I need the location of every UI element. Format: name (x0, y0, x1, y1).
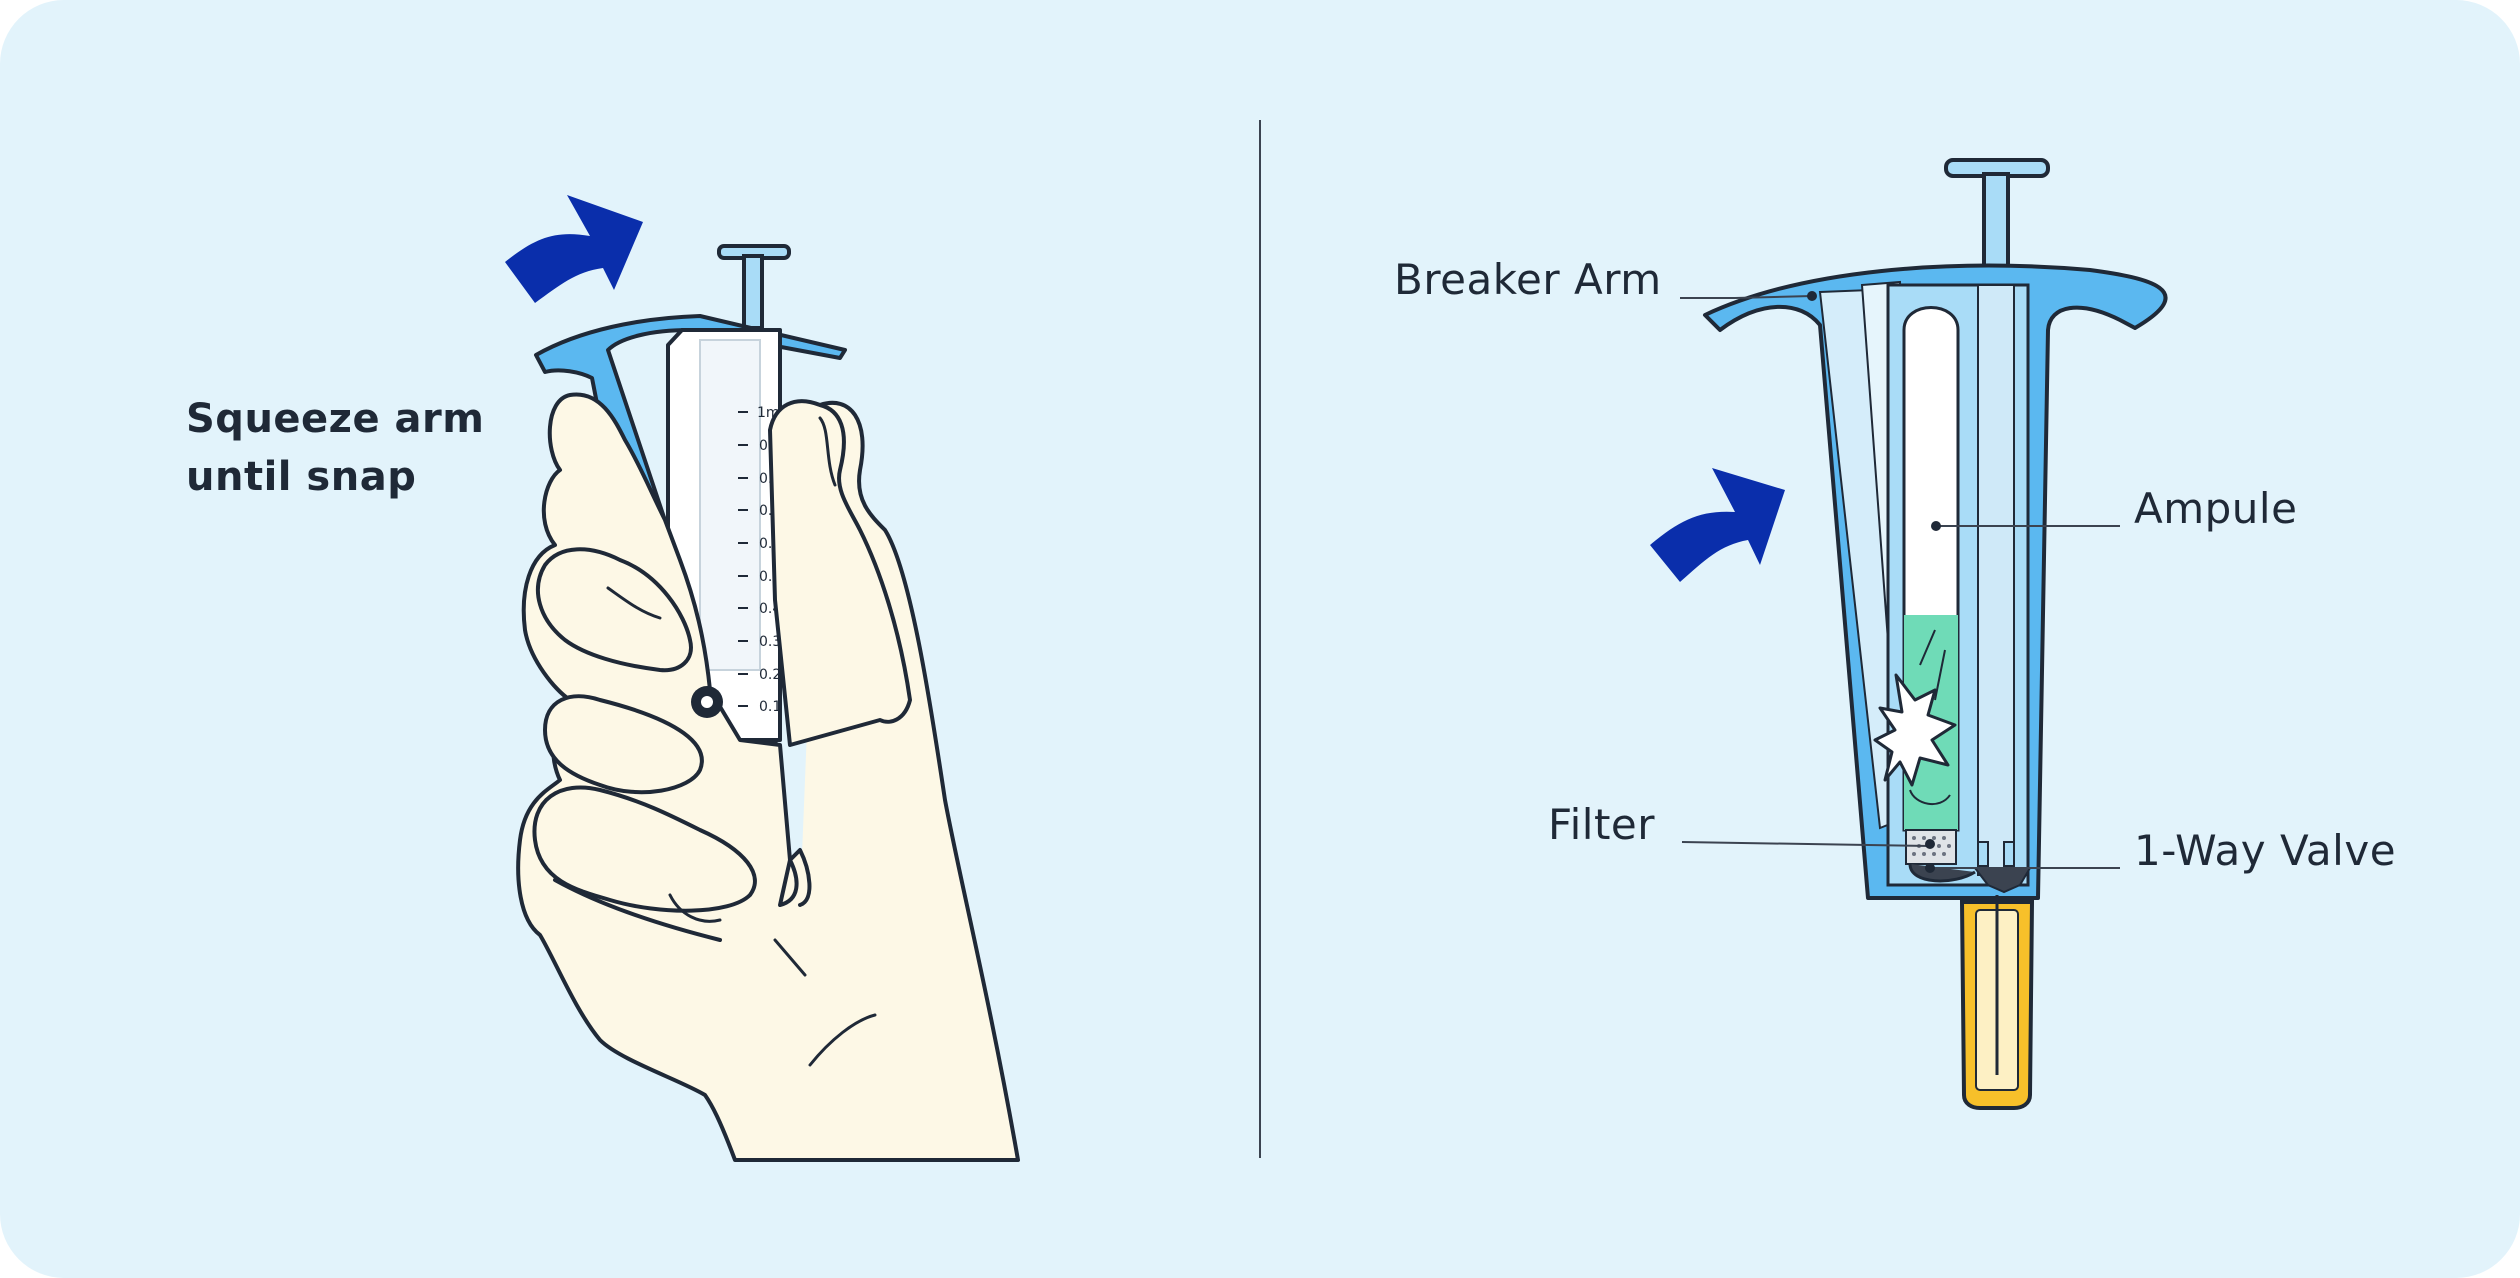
right-illustration (1650, 158, 2168, 1110)
plunger-rod (742, 254, 764, 330)
thumb (768, 399, 912, 747)
scale-label: 0.1 (759, 699, 781, 715)
finger-middle (542, 694, 704, 795)
instruction-line-1: Squeeze arm (186, 396, 485, 442)
breakage-burst (1873, 673, 1957, 787)
instruction-text: Squeeze arm until snap (186, 390, 516, 506)
leader-breaker-arm (1680, 295, 1813, 299)
finger-index (535, 547, 693, 673)
curved-arrow-icon (505, 195, 643, 303)
label-ampule: Ampule (2134, 484, 2298, 533)
finger-ring (532, 785, 757, 913)
leader-filter (1681, 841, 1931, 847)
left-illustration: 1mL 0.9 0.8 0.7 0.6 0.5 0.4 0.3 0.2 0.1 (505, 195, 1020, 1162)
label-one-way-valve: 1-Way Valve (2134, 826, 2397, 875)
label-filter: Filter (1548, 800, 1656, 849)
instruction-line-2: until snap (186, 454, 417, 500)
label-breaker-arm: Breaker Arm (1394, 255, 1662, 304)
scale-label: 0.2 (759, 667, 781, 683)
curved-arrow-icon (1650, 468, 1785, 582)
syringe-scale (738, 411, 748, 707)
scale-label: 0.3 (759, 634, 781, 650)
